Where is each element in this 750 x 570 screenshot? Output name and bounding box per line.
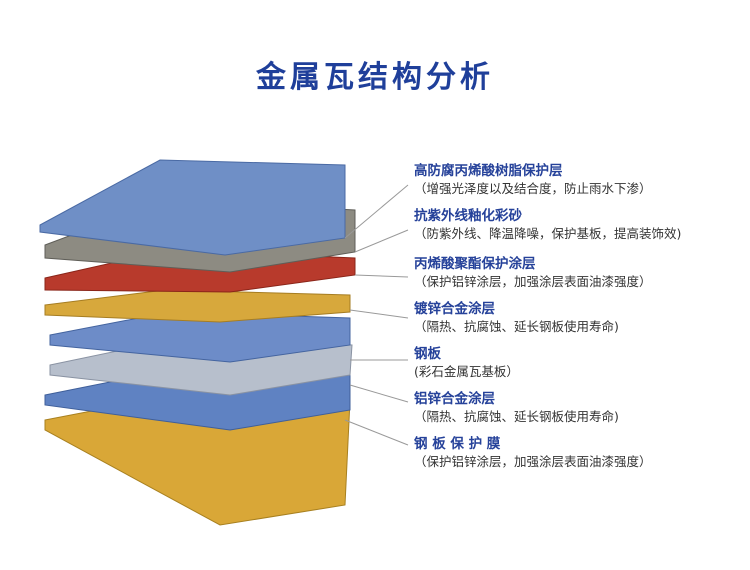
layer-desc: （保护铝锌涂层，加强涂层表面油漆强度） [414, 274, 652, 289]
layer-name: 钢 板 保 护 膜 [414, 436, 501, 452]
layer-desc: （隔热、抗腐蚀、延长钢板使用寿命) [414, 319, 619, 334]
layer-desc: （增强光泽度以及结合度，防止雨水下渗） [414, 181, 652, 196]
layer-name: 高防腐丙烯酸树脂保护层 [414, 163, 563, 179]
layer-name: 铝锌合金涂层 [414, 391, 495, 407]
layer-desc: （保护铝锌涂层，加强涂层表面油漆强度） [414, 454, 652, 469]
layer-name: 抗紫外线釉化彩砂 [414, 208, 522, 224]
layer-label-protective-film: 钢 板 保 护 膜 （保护铝锌涂层，加强涂层表面油漆强度） [414, 435, 652, 471]
layer-desc: (彩石金属瓦基板） [414, 364, 519, 379]
layer-label-polyester: 丙烯酸聚酯保护涂层 （保护铝锌涂层，加强涂层表面油漆强度） [414, 255, 652, 291]
layer-label-stone-chips: 抗紫外线釉化彩砂 （防紫外线、降温降噪，保护基板，提高装饰效) [414, 207, 681, 243]
layer-label-acrylic: 高防腐丙烯酸树脂保护层 （增强光泽度以及结合度，防止雨水下渗） [414, 162, 652, 198]
layer-desc: （隔热、抗腐蚀、延长钢板使用寿命) [414, 409, 619, 424]
layer-name: 镀锌合金涂层 [414, 301, 495, 317]
page-title: 金属瓦结构分析 [256, 60, 494, 95]
layer-name: 丙烯酸聚酯保护涂层 [414, 256, 536, 272]
layer-desc: （防紫外线、降温降噪，保护基板，提高装饰效) [414, 226, 682, 241]
layer-label-galvanized: 镀锌合金涂层 （隔热、抗腐蚀、延长钢板使用寿命) [414, 300, 619, 336]
layer-label-alu-zinc: 铝锌合金涂层 （隔热、抗腐蚀、延长钢板使用寿命) [414, 390, 619, 426]
layer-label-steel: 钢板 (彩石金属瓦基板） [414, 345, 519, 381]
layer-name: 钢板 [414, 346, 441, 362]
leader-lines [344, 184, 409, 446]
